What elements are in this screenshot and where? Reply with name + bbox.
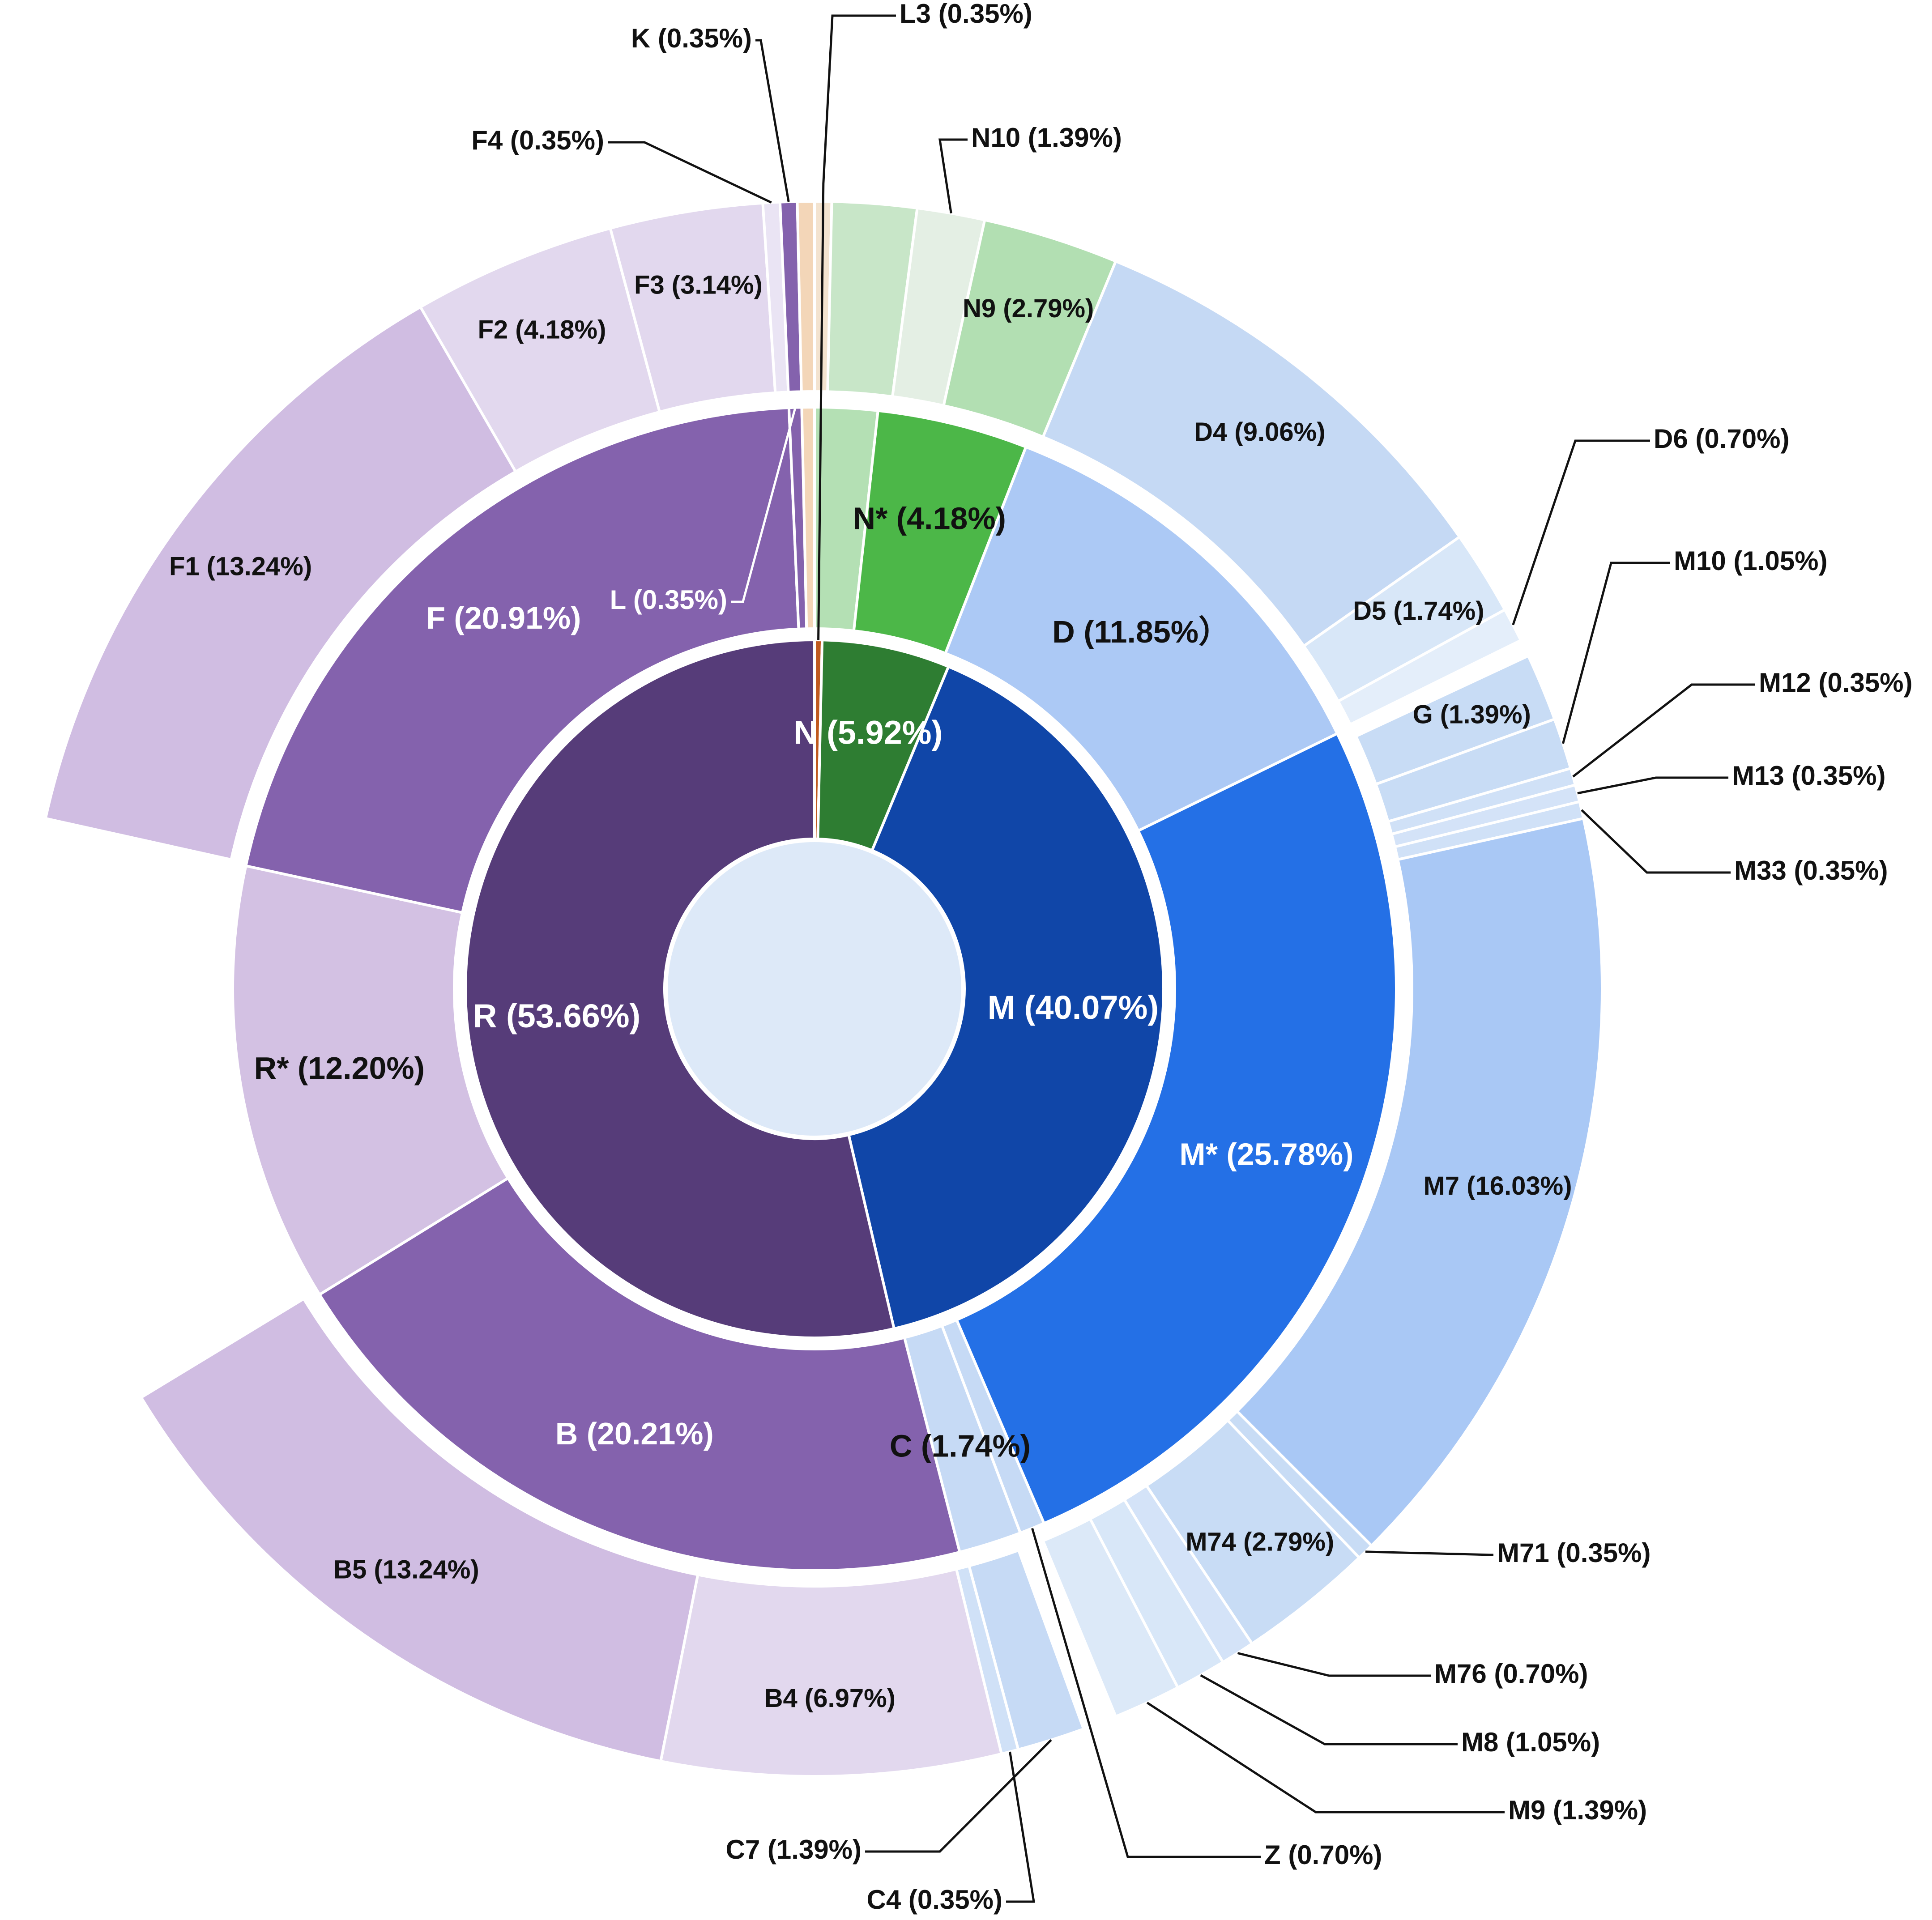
callout-line-c4-0-35: [1006, 1751, 1035, 1903]
segment-label-f3-3-14: F3 (3.14%): [634, 271, 763, 300]
callout-label-m8-1-05: M8 (1.05%): [1461, 1727, 1600, 1757]
segment-label-b5-13-24: B5 (13.24%): [333, 1555, 479, 1584]
segment-label-d-11-85: D (11.85%）: [1052, 614, 1230, 649]
segment-label-r-12-20: R* (12.20%): [254, 1051, 425, 1086]
callout-label-f4-0-35: F4 (0.35%): [471, 125, 604, 155]
segment-label-g-1-39: G (1.39%): [1413, 700, 1531, 729]
callout-label-m12-0-35: M12 (0.35%): [1759, 668, 1912, 698]
callout-line-m33-0-35: [1581, 809, 1731, 874]
segment-label-n9-2-79: N9 (2.79%): [963, 294, 1094, 323]
callout-leader-lines: [608, 14, 1755, 1903]
callout-line-l-0-35: [731, 407, 797, 603]
callout-label-l-0-35: L (0.35%): [610, 585, 727, 615]
callout-label-c7-1-39: C7 (1.39%): [726, 1835, 862, 1865]
callout-line-m10-1-05: [1562, 562, 1670, 744]
callout-line-m71-0-35: [1365, 1550, 1493, 1556]
middle-segment-m-25-78: [955, 732, 1398, 1525]
segment-label-d4-9-06: D4 (9.06%): [1194, 417, 1325, 447]
outer-segment-f1-13-24: [44, 305, 518, 861]
callout-line-m12-0-35: [1572, 683, 1755, 778]
callout-line-m13-0-35: [1577, 776, 1728, 795]
inner-segment-m-40-07: [847, 664, 1165, 1331]
inner-segment-r-53-66: [464, 638, 896, 1339]
callout-label-m10-1-05: M10 (1.05%): [1674, 546, 1827, 576]
callout-label-m9-1-39: M9 (1.39%): [1508, 1795, 1647, 1825]
segment-label-n-4-18: N* (4.18%): [853, 501, 1006, 536]
middle-segment-unlabeled-10: [800, 405, 816, 630]
outer-segment-unlabeled-30: [796, 200, 816, 393]
callout-label-c4-0-35: C4 (0.35%): [867, 1885, 1002, 1915]
outer-segment-b5-13-24: [139, 1297, 699, 1763]
callout-line-d6-0-70: [1512, 439, 1650, 626]
callout-label-m71-0-35: M71 (0.35%): [1497, 1538, 1651, 1568]
callout-line-m9-1-39: [1146, 1702, 1505, 1814]
callout-line-m8-1-05: [1200, 1674, 1458, 1745]
segment-label-f2-4-18: F2 (4.18%): [478, 315, 606, 345]
inner-ring: [464, 638, 1165, 1339]
callout-line-k-0-35: [755, 39, 790, 202]
middle-segment-f-20-91: [244, 406, 800, 915]
segment-label-m7-16-03: M7 (16.03%): [1423, 1171, 1572, 1201]
outer-segment-m9-1-39: [1041, 1517, 1180, 1719]
callout-line-z-0-70: [1031, 1528, 1261, 1858]
segment-label-c-1-74: C (1.74%): [890, 1428, 1031, 1463]
segment-label-m74-2-79: M74 (2.79%): [1186, 1527, 1334, 1556]
segment-label-m-40-07: M (40.07%): [988, 989, 1159, 1026]
callout-label-m33-0-35: M33 (0.35%): [1734, 856, 1888, 885]
segment-label-n-5-92: N (5.92%): [793, 714, 943, 751]
callout-line-f4-0-35: [608, 141, 772, 204]
segment-label-b-20-21: B (20.21%): [555, 1416, 714, 1451]
outer-ring: [44, 200, 1604, 1778]
outer-segment-m7-16-03: [1235, 817, 1604, 1548]
callout-line-l3-0-35: [817, 14, 896, 640]
outer-segment-b4-6-97: [659, 1567, 1003, 1778]
callout-label-z-0-70: Z (0.70%): [1264, 1840, 1382, 1870]
callout-label-m13-0-35: M13 (0.35%): [1732, 761, 1885, 791]
callout-label-k-0-35: K (0.35%): [631, 23, 752, 53]
callout-label-n10-1-39: N10 (1.39%): [971, 123, 1122, 153]
middle-segment-d-11-85: [943, 445, 1339, 833]
middle-segment-r-12-20: [231, 864, 510, 1297]
callout-label-l3-0-35: L3 (0.35%): [900, 0, 1032, 29]
callout-line-n10-1-39: [938, 138, 968, 214]
segment-label-f1-13-24: F1 (13.24%): [169, 552, 312, 581]
callout-label-d6-0-70: D6 (0.70%): [1654, 424, 1789, 454]
chart-center: [661, 836, 968, 1142]
outer-segment-d6-0-70: [1336, 608, 1523, 727]
middle-segment-b-20-21: [317, 1176, 962, 1572]
segment-label-m-25-78: M* (25.78%): [1179, 1137, 1353, 1171]
segment-label-d5-1-74: D5 (1.74%): [1353, 596, 1484, 626]
middle-ring: [231, 405, 1398, 1572]
segment-label-f-20-91: F (20.91%): [426, 600, 581, 635]
callout-label-m76-0-70: M76 (0.70%): [1434, 1659, 1588, 1689]
callout-labels: Z (0.70%) L (0.35%) N10 (1.39%) D6 (0.70%) M…: [471, 0, 1912, 1915]
segment-labels: N (5.92%) M (40.07%) R (53.66%) N* (4.18%) D…: [169, 271, 1572, 1713]
segment-label-b4-6-97: B4 (6.97%): [764, 1684, 896, 1713]
segment-label-r-53-66: R (53.66%): [473, 997, 640, 1035]
callout-line-m76-0-70: [1237, 1652, 1431, 1677]
